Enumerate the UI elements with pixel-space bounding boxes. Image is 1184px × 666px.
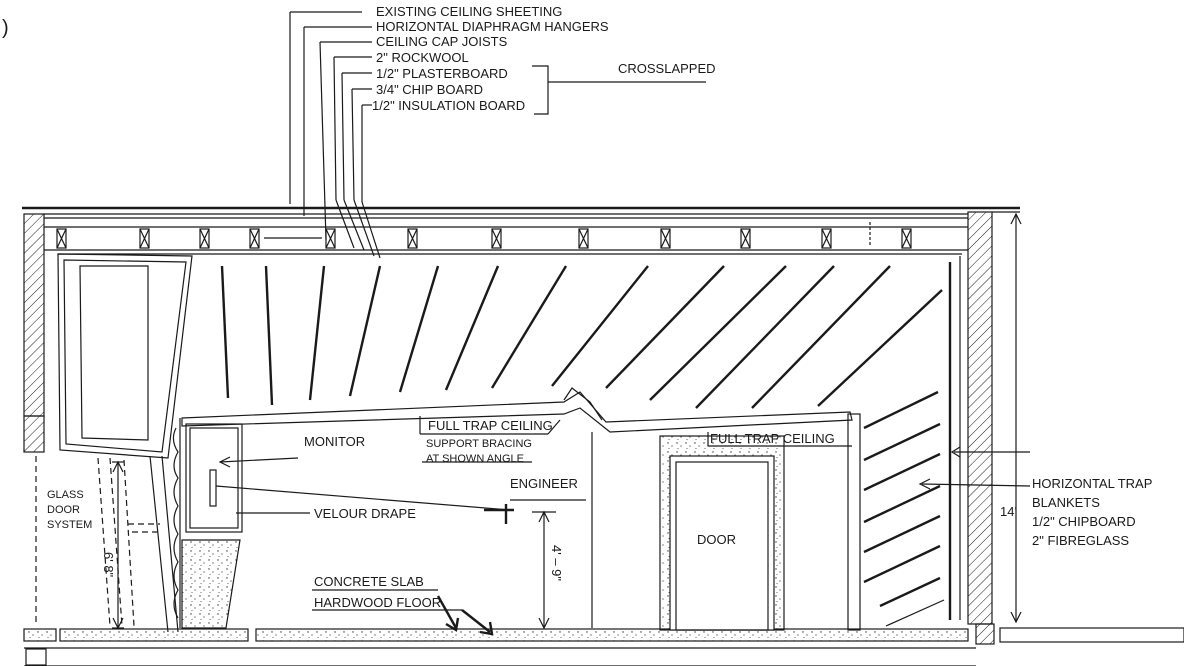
full-trap-ceiling <box>179 387 861 631</box>
label-glass: GLASS <box>47 489 84 501</box>
ceiling-joists <box>56 228 912 249</box>
label-full-trap-ceiling-left: FULL TRAP CEILING <box>428 418 553 433</box>
glass-door-system <box>35 456 160 629</box>
label-ceiling-cap-joists: CEILING CAP JOISTS <box>376 34 508 49</box>
monitor-wall <box>172 423 243 629</box>
ceiling-slats <box>220 262 952 620</box>
label-hardwood-floor: HARDWOOD FLOOR <box>314 595 441 610</box>
label-monitor: MONITOR <box>304 434 365 449</box>
horizontal-trap-blankets <box>863 390 945 627</box>
label-velour-drape: VELOUR DRAPE <box>314 506 416 521</box>
floor-slab <box>24 628 976 666</box>
label-full-trap-ceiling-right: FULL TRAP CEILING <box>710 431 835 446</box>
label-plasterboard: 1/2" PLASTERBOARD <box>376 66 508 81</box>
label-door: DOOR <box>697 532 736 547</box>
label-existing-ceiling-sheeting: EXISTING CEILING SHEETING <box>376 4 562 19</box>
label-engineer: ENGINEER <box>510 476 578 491</box>
label-crosslapped: CROSSLAPPED <box>618 61 716 76</box>
label-insulation-board: 1/2" INSULATION BOARD <box>372 98 525 113</box>
right-wall <box>959 211 1184 645</box>
label-horizontal-trap: HORIZONTAL TRAP <box>1032 476 1152 491</box>
dimension-lines <box>112 212 1022 630</box>
label-rockwool: 2" ROCKWOOL <box>376 50 469 65</box>
label-support-bracing: SUPPORT BRACING <box>426 438 532 450</box>
leader-lines <box>215 11 1031 636</box>
label-chipboard: 1/2" CHIPBOARD <box>1032 514 1136 529</box>
label-fibreglass: 2" FIBREGLASS <box>1032 533 1129 548</box>
label-horizontal-diaphragm-hangers: HORIZONTAL DIAPHRAGM HANGERS <box>376 19 609 34</box>
label-blankets: BLANKETS <box>1032 495 1100 510</box>
label-support-bracing-angle: AT SHOWN ANGLE <box>426 453 524 465</box>
corner-mark: ) <box>2 17 9 39</box>
dimension-glass-height: 6' 8" <box>101 552 116 578</box>
dimension-14ft: 14' <box>1000 504 1017 519</box>
label-concrete-slab: CONCRETE SLAB <box>314 574 424 589</box>
label-chip-board: 3/4" CHIP BOARD <box>376 82 483 97</box>
ceiling-structure <box>22 206 1020 255</box>
front-soffit <box>57 253 193 633</box>
left-wall <box>23 213 57 642</box>
label-glass-door: DOOR <box>47 504 80 516</box>
dimension-ear-height: 4' – 9" <box>549 545 564 581</box>
door-frame <box>659 435 785 631</box>
label-glass-system: SYSTEM <box>47 519 92 531</box>
